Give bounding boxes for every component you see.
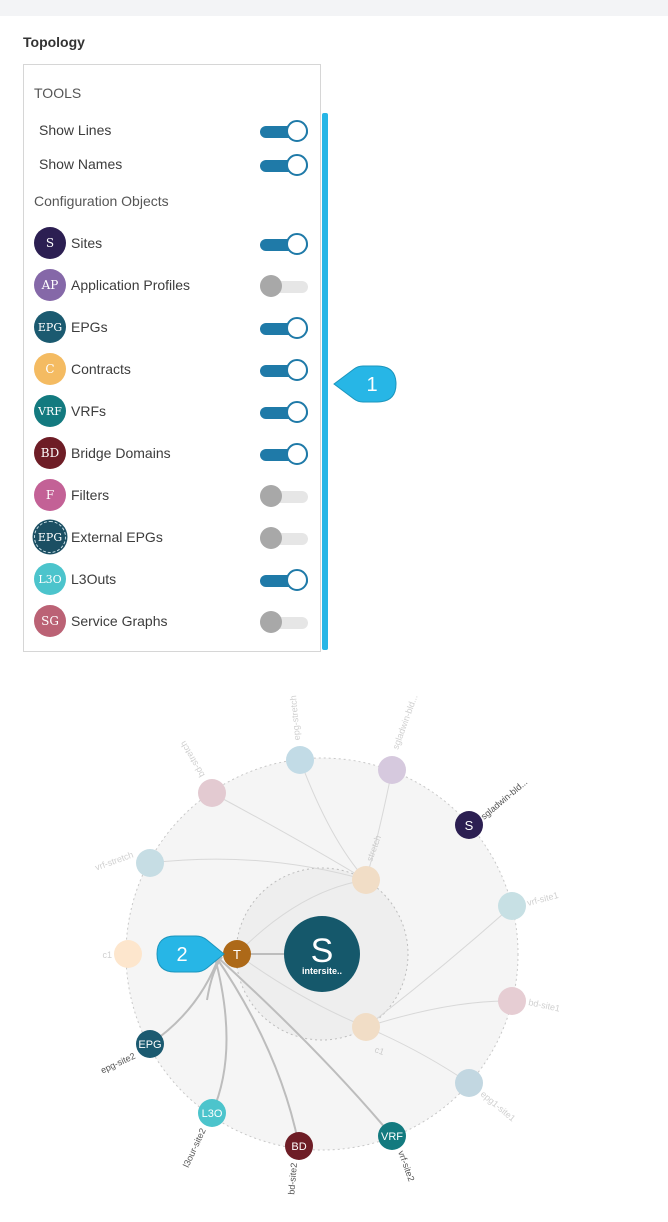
topology-graph: epg-stretch sgladwin-bld... bd-stretch v… — [0, 670, 668, 1222]
faded-node-label: sgladwin-bld... — [390, 693, 419, 750]
graph-node-bd[interactable]: BD bd-site2 — [285, 1132, 313, 1195]
show-names-toggle[interactable] — [260, 154, 308, 176]
inner-node-label: c1 — [373, 1044, 385, 1057]
graph-node-letter: EPG — [138, 1039, 161, 1051]
filters-label: Filters — [71, 487, 110, 503]
faded-node-bd-stretch[interactable]: bd-stretch — [178, 739, 226, 807]
show-lines-toggle[interactable] — [260, 120, 308, 142]
epgs-toggle[interactable] — [260, 317, 308, 339]
contracts-icon: C — [34, 353, 66, 385]
show-names-row: Show Names — [34, 148, 314, 180]
config-row-service-graphs: SG Service Graphs — [34, 605, 314, 637]
topology-tools-panel: TOOLS Show Lines Show Names Configuratio… — [23, 64, 321, 652]
callout-1-marker: 1 — [333, 365, 397, 403]
site-node-letter: S — [465, 818, 474, 833]
faded-node-vrf-site1[interactable]: vrf-site1 — [498, 890, 559, 920]
callout-2-number: 2 — [176, 944, 187, 966]
epgs-icon: EPG — [34, 311, 66, 343]
faded-node-label: epg-stretch — [288, 695, 302, 741]
faded-node-epg1-site1[interactable]: epg1-site1 — [455, 1069, 517, 1124]
epgs-label: EPGs — [71, 319, 108, 335]
config-row-vrfs: VRF VRFs — [34, 395, 314, 427]
faded-node-label: bd-site1 — [528, 997, 561, 1013]
faded-node-c1[interactable]: c1 — [102, 940, 142, 968]
application-profiles-toggle[interactable] — [260, 275, 308, 297]
external-epgs-icon: EPG — [34, 521, 66, 553]
graph-node-letter: L3O — [202, 1108, 223, 1120]
inner-node-c1[interactable]: c1 — [352, 1013, 386, 1057]
faded-node-label: vrf-site1 — [526, 890, 560, 908]
tenant-node[interactable]: T — [223, 940, 251, 968]
config-row-external-epgs: EPG External EPGs — [34, 521, 314, 553]
filters-toggle[interactable] — [260, 485, 308, 507]
config-row-contracts: C Contracts — [34, 353, 314, 385]
vrfs-icon: VRF — [34, 395, 66, 427]
config-row-filters: F Filters — [34, 479, 314, 511]
callout-2-marker: 2 — [156, 935, 225, 973]
sites-toggle[interactable] — [260, 233, 308, 255]
vrfs-label: VRFs — [71, 403, 106, 419]
l3outs-icon: L3O — [34, 563, 66, 595]
graph-node-vrf[interactable]: VRF vrf-site2 — [378, 1122, 416, 1183]
graph-node-label: epg-site2 — [99, 1051, 137, 1076]
graph-node-label: vrf-site2 — [396, 1149, 416, 1183]
site-node[interactable]: S sgladwin-bld... — [455, 777, 529, 839]
center-site-letter: S — [311, 932, 334, 970]
bridge-domains-toggle[interactable] — [260, 443, 308, 465]
config-row-l3outs: L3O L3Outs — [34, 563, 314, 595]
config-row-epgs: EPG EPGs — [34, 311, 314, 343]
config-objects-header: Configuration Objects — [34, 193, 169, 209]
config-row-application-profiles: AP Application Profiles — [34, 269, 314, 301]
graph-node-label: l3our-site2 — [181, 1127, 208, 1169]
config-row-bridge-domains: BD Bridge Domains — [34, 437, 314, 469]
external-epgs-label: External EPGs — [71, 529, 163, 545]
show-lines-label: Show Lines — [39, 122, 112, 138]
center-site-name: intersite.. — [302, 966, 342, 976]
callout-highlight-bar — [322, 113, 328, 650]
show-lines-row: Show Lines — [34, 114, 314, 146]
sites-label: Sites — [71, 235, 103, 251]
callout-1-number: 1 — [366, 374, 377, 396]
faded-node-bd-site1[interactable]: bd-site1 — [498, 987, 561, 1015]
filters-icon: F — [34, 479, 66, 511]
config-row-sites: S Sites — [34, 227, 314, 259]
top-bar — [0, 0, 668, 16]
tenant-node-letter: T — [233, 947, 241, 962]
bridge-domains-icon: BD — [34, 437, 66, 469]
graph-node-letter: VRF — [381, 1131, 403, 1143]
center-site-node[interactable]: S intersite.. — [284, 916, 360, 992]
faded-node-sgladwin[interactable]: sgladwin-bld... — [378, 693, 420, 784]
contracts-label: Contracts — [71, 361, 131, 377]
l3outs-label: L3Outs — [71, 571, 117, 587]
application-profiles-icon: AP — [34, 269, 66, 301]
graph-node-letter: BD — [291, 1141, 306, 1153]
faded-node-label: epg1-site1 — [479, 1089, 518, 1124]
faded-node-label: bd-stretch — [178, 739, 207, 779]
faded-node-label: c1 — [102, 950, 112, 960]
graph-node-l3o[interactable]: L3O l3our-site2 — [181, 1099, 226, 1169]
tools-header: TOOLS — [34, 85, 82, 101]
page-title: Topology — [23, 34, 85, 50]
faded-node-vrf-stretch[interactable]: vrf-stretch — [94, 849, 164, 877]
service-graphs-icon: SG — [34, 605, 66, 637]
service-graphs-label: Service Graphs — [71, 613, 168, 629]
show-names-label: Show Names — [39, 156, 123, 172]
sites-icon: S — [34, 227, 66, 259]
external-epgs-toggle[interactable] — [260, 527, 308, 549]
vrfs-toggle[interactable] — [260, 401, 308, 423]
l3outs-toggle[interactable] — [260, 569, 308, 591]
bridge-domains-label: Bridge Domains — [71, 445, 171, 461]
graph-node-epg[interactable]: EPG epg-site2 — [99, 1030, 164, 1075]
faded-node-label: vrf-stretch — [94, 849, 135, 872]
application-profiles-label: Application Profiles — [71, 277, 191, 293]
graph-node-label: bd-site2 — [286, 1162, 299, 1195]
service-graphs-toggle[interactable] — [260, 611, 308, 633]
site-node-label: sgladwin-bld... — [479, 777, 529, 822]
contracts-toggle[interactable] — [260, 359, 308, 381]
faded-node-epg-stretch[interactable]: epg-stretch — [286, 695, 314, 774]
